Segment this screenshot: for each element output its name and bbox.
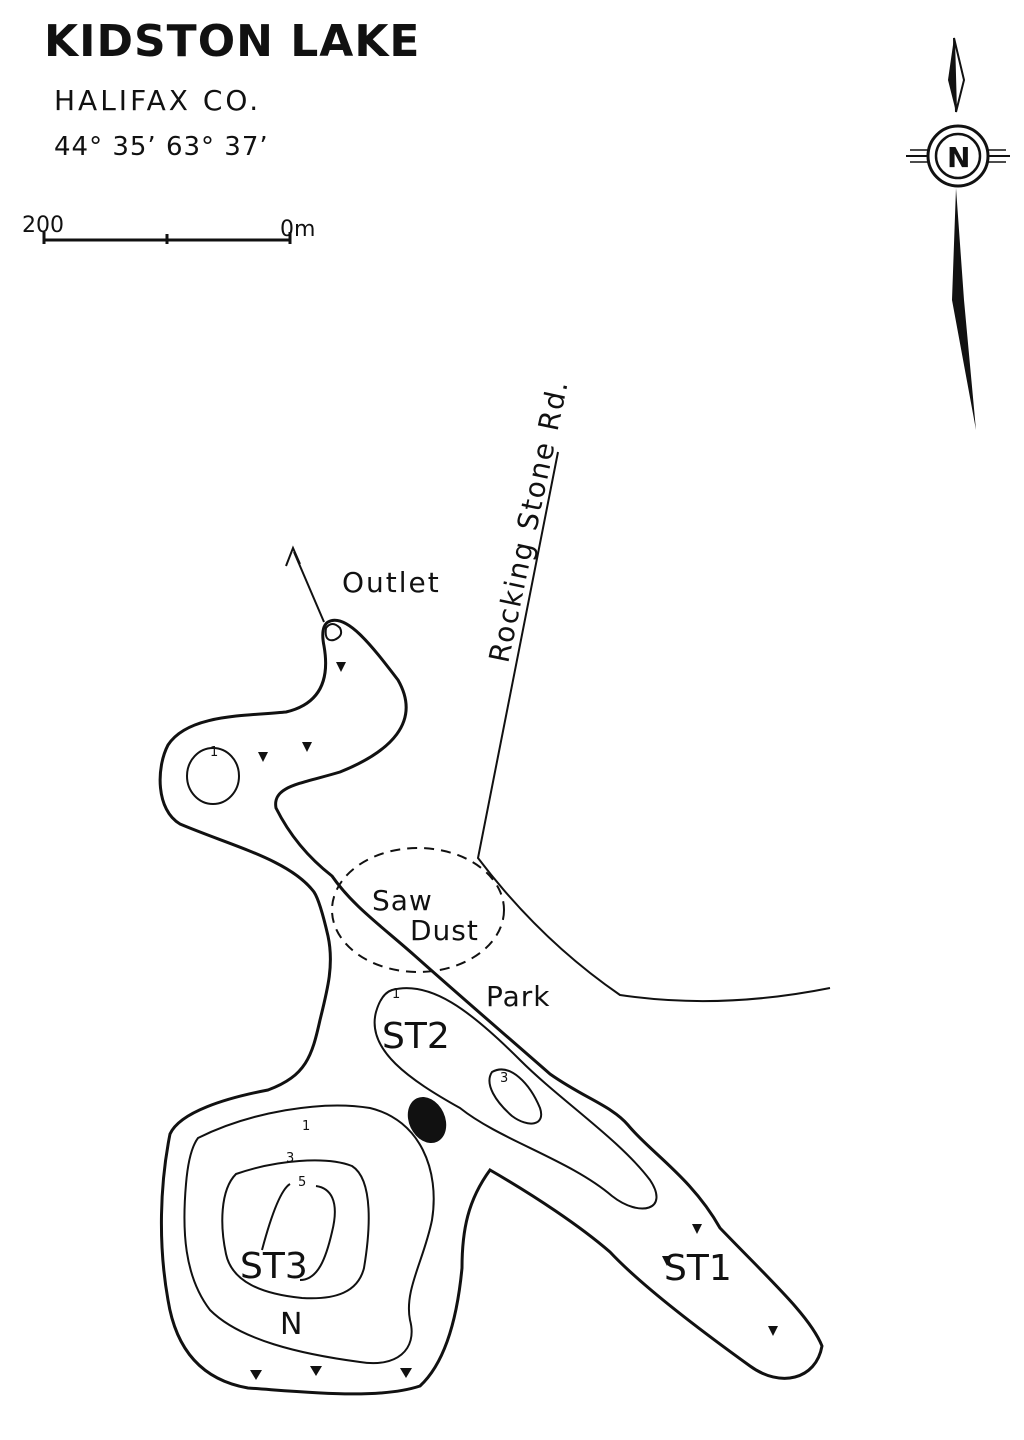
park-label: Park bbox=[486, 980, 551, 1013]
outlet-arrow bbox=[285, 545, 343, 642]
sawdust-area bbox=[331, 847, 505, 973]
map-coordinates: 44° 35’ 63° 37’ bbox=[54, 132, 269, 162]
depth-label-st3-inner: 5 bbox=[298, 1175, 306, 1190]
north-basin-n-label: N bbox=[280, 1307, 302, 1342]
station-st1-label: ST1 bbox=[664, 1248, 732, 1289]
outlet-label: Outlet bbox=[342, 566, 441, 599]
depth-label-st3-outer: 1 bbox=[302, 1119, 310, 1134]
st3-contour-outer bbox=[183, 1104, 435, 1365]
rocking-stone-road: Rocking Stone Rd. bbox=[476, 376, 831, 1003]
map-county: HALIFAX CO. bbox=[54, 84, 262, 117]
depth-label-north-basin: 1 bbox=[210, 745, 218, 760]
st2-contour-inner bbox=[488, 1068, 543, 1125]
station-st3-label: ST3 bbox=[240, 1246, 308, 1287]
north-letter: N bbox=[947, 141, 970, 174]
station-st2-label: ST2 bbox=[382, 1016, 450, 1057]
st2-contour-outer bbox=[373, 987, 658, 1210]
st3-contour-middle bbox=[221, 1159, 370, 1300]
scale-left-label: 200 bbox=[22, 213, 64, 238]
depth-label-st2-inner: 3 bbox=[500, 1071, 508, 1086]
north-basin-contour bbox=[186, 747, 240, 805]
depth-label-st2-outer: 1 bbox=[392, 987, 400, 1002]
scale-right-label: 0m bbox=[280, 217, 315, 242]
compass-north-arrow-icon: N bbox=[906, 37, 1010, 430]
st3-contour-inner bbox=[261, 1183, 336, 1281]
island bbox=[407, 1096, 447, 1144]
scale-bar: 200 0m bbox=[22, 213, 315, 244]
road-label: Rocking Stone Rd. bbox=[483, 376, 575, 666]
saw-label: Saw bbox=[372, 884, 433, 917]
lake-shoreline bbox=[158, 618, 824, 1396]
map-title: KIDSTON LAKE bbox=[44, 16, 421, 67]
depth-label-st3-middle: 3 bbox=[286, 1151, 294, 1166]
dust-label: Dust bbox=[410, 914, 479, 947]
inflow-arrows bbox=[250, 662, 778, 1380]
